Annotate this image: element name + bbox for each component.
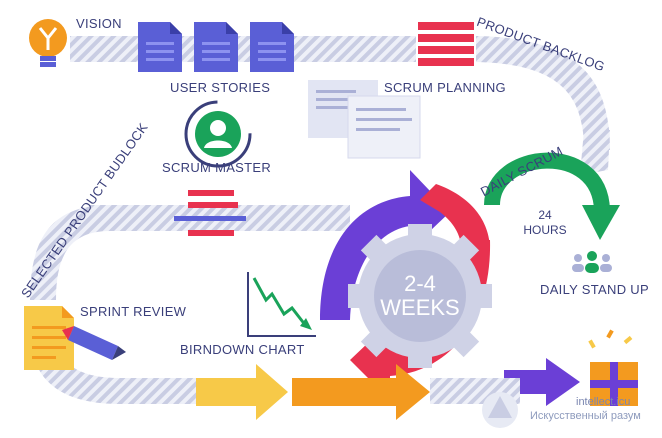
path-curve-top-right: [470, 36, 610, 150]
hours-unit: HOURS: [523, 223, 567, 237]
daily-stand-up-label: DAILY STAND UP: [540, 282, 649, 297]
progress-arrow-yellow: [196, 364, 288, 420]
user-story-document-icon: [138, 22, 182, 72]
sprint-cycle-red-arrow-top: [420, 184, 490, 250]
watermark-site: intellect.icu: [576, 396, 631, 408]
sprint-cycle-purple-arrow: [320, 170, 450, 320]
gear-icon: [348, 224, 492, 368]
daily-scrum-arrow-head: [582, 205, 620, 240]
user-story-document-icon: [194, 22, 238, 72]
product-increment-box-icon: [588, 329, 638, 406]
vision-label: VISION: [76, 16, 122, 31]
daily-scrum-cycle-arrow: [484, 152, 610, 211]
burndown-chart-label: BIRNDOWN CHART: [180, 342, 305, 357]
scrum-planning-document-icon: [308, 80, 421, 159]
sprint-review-document-icon: [24, 306, 74, 370]
user-stories-label: USER STORIES: [170, 80, 271, 95]
scrum-master-label: SCRUM MASTER: [162, 160, 272, 175]
sprint-duration: 2-4 WEEKS: [380, 272, 460, 320]
scrum-planning-label: SCRUM PLANNING: [384, 80, 506, 95]
user-story-document-icon: [250, 22, 294, 72]
watermark-logo: [482, 392, 518, 428]
path-curve-left: [30, 205, 110, 300]
path-bottom: [30, 330, 200, 404]
progress-arrow-purple: [504, 358, 580, 406]
scrum-master-avatar-icon: [184, 100, 252, 168]
hours-value: 24: [538, 208, 552, 222]
watermark-text: Искусственный разум: [530, 410, 641, 422]
team-people-icon: [572, 251, 612, 273]
sprint-review-label: SPRINT REVIEW: [80, 304, 187, 319]
sprint-cycle-red-arrow: [350, 240, 491, 400]
product-backlog-list-icon: [416, 20, 476, 70]
progress-arrow-orange: [292, 364, 430, 420]
burndown-chart-icon: [247, 272, 316, 337]
hours-indicator: 24 HOURS: [520, 208, 570, 238]
marker-pen-icon: [62, 326, 126, 360]
weeks-unit: WEEKS: [380, 295, 460, 320]
path-right-descent: [580, 130, 610, 175]
lightbulb-icon: [29, 19, 67, 67]
selected-backlog-list-icon: [174, 190, 246, 236]
weeks-value: 2-4: [404, 271, 436, 296]
